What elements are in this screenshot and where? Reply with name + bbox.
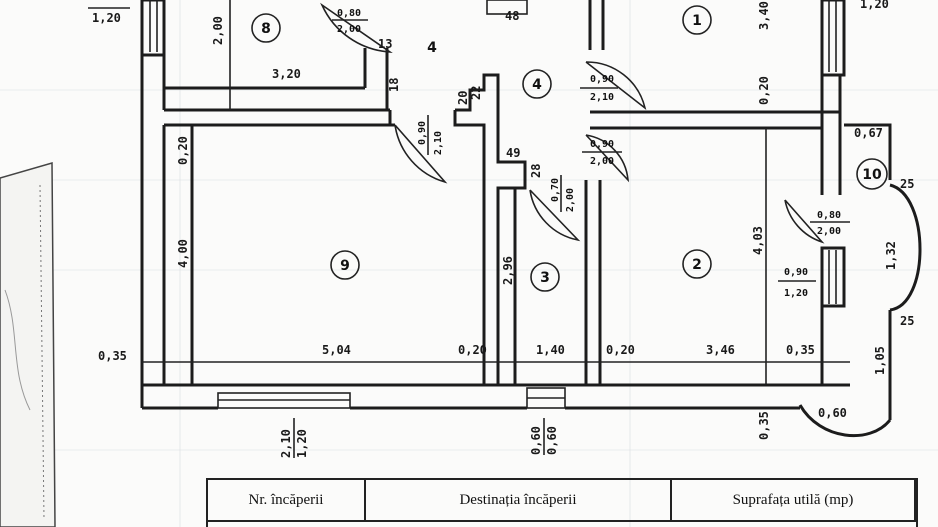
- dim-400: 4,00: [176, 239, 190, 268]
- room-9-label: 9: [340, 258, 350, 274]
- door-8-width: 0,80: [337, 8, 361, 19]
- window-bottom-mid-height: 0,60: [529, 426, 543, 455]
- dim-346: 3,46: [706, 343, 735, 357]
- door-9-height: 2,10: [433, 131, 444, 155]
- dim-18: 18: [387, 78, 401, 92]
- dim-067: 0,67: [854, 126, 883, 140]
- room-4-corridor-label: 4: [532, 77, 542, 93]
- legend-col-room-number: Nr. încăperii: [208, 480, 366, 520]
- door-3-height: 2,00: [565, 188, 576, 212]
- room-8-label: 8: [261, 21, 271, 37]
- dim-320: 3,20: [272, 67, 301, 81]
- door-1-height: 2,10: [590, 92, 614, 103]
- dim-22: 22: [469, 86, 483, 100]
- window-right-width: 0,90: [784, 267, 808, 278]
- door-1-width: 0,90: [590, 74, 614, 85]
- dim-020-a: 0,20: [458, 343, 487, 357]
- room-3-label: 3: [540, 270, 550, 286]
- door-8-height: 2,00: [337, 24, 361, 35]
- room-1-label: 1: [692, 13, 702, 29]
- dim-020-mid: 0,20: [757, 76, 771, 105]
- dim-120-topright: 1,20: [860, 0, 889, 11]
- walls: [140, 0, 922, 438]
- legend-col-area: Suprafața utilă (mp): [672, 480, 916, 520]
- legend-col-destination: Destinația încăperii: [366, 480, 672, 520]
- dim-20-a: 20: [456, 91, 470, 105]
- window-bottom-mid-width: 0,60: [545, 426, 559, 455]
- dim-13: 13: [378, 37, 392, 51]
- room-10-label: 10: [862, 167, 882, 183]
- legend-row-divider: [208, 520, 916, 522]
- dim-25-b: 25: [900, 314, 914, 328]
- door-3-width: 0,70: [550, 178, 561, 202]
- dim-25-a: 25: [900, 177, 914, 191]
- room-4-hall-label: 4: [427, 40, 437, 56]
- dim-035-bottom: 0,35: [757, 411, 771, 440]
- room-labels: 8 1 4 4 9 3 2 10: [251, 5, 888, 292]
- door-10-height: 2,00: [817, 226, 841, 237]
- dim-105: 1,05: [873, 346, 887, 375]
- dim-48-top: 48: [505, 9, 519, 23]
- dim-403: 4,03: [751, 226, 765, 255]
- door-size-labels: 0,80 2,00 0,90 2,10 0,90 2,10 0,90 2,00 …: [332, 8, 850, 299]
- side-paper-sheet: [0, 162, 56, 527]
- dim-504: 5,04: [322, 343, 351, 357]
- dimension-labels: 1,20 2,00 3,20 0,20 4,00 5,04 0,20 1,40 …: [88, 0, 914, 458]
- dim-020-left: 0,20: [176, 136, 190, 165]
- dim-140: 1,40: [536, 343, 565, 357]
- window-bottom-left-width: 1,20: [295, 429, 309, 458]
- dim-340-top: 3,40: [757, 1, 771, 30]
- dim-060-bottom: 0,60: [818, 406, 847, 420]
- room-2-label: 2: [692, 257, 702, 273]
- door-2-height: 2,00: [590, 156, 614, 167]
- rooms-legend-table: Nr. încăperii Destinația încăperii Supra…: [206, 478, 918, 527]
- door-10-width: 0,80: [817, 210, 841, 221]
- dim-132: 1,32: [884, 241, 898, 270]
- dim-035-left: 0,35: [98, 349, 127, 363]
- door-swings: [320, 2, 825, 244]
- dim-200-top8: 2,00: [211, 16, 225, 45]
- dim-035-right: 0,35: [786, 343, 815, 357]
- dim-296: 2,96: [501, 256, 515, 285]
- door-9-width: 0,90: [417, 121, 428, 145]
- dim-49: 49: [506, 146, 520, 160]
- window-bottom-left-height: 2,10: [279, 429, 293, 458]
- dim-120-topleft: 1,20: [92, 11, 121, 25]
- dim-020-b: 0,20: [606, 343, 635, 357]
- dim-28: 28: [529, 164, 543, 178]
- window-right-height: 1,20: [784, 288, 808, 299]
- door-2-width: 0,90: [590, 139, 614, 150]
